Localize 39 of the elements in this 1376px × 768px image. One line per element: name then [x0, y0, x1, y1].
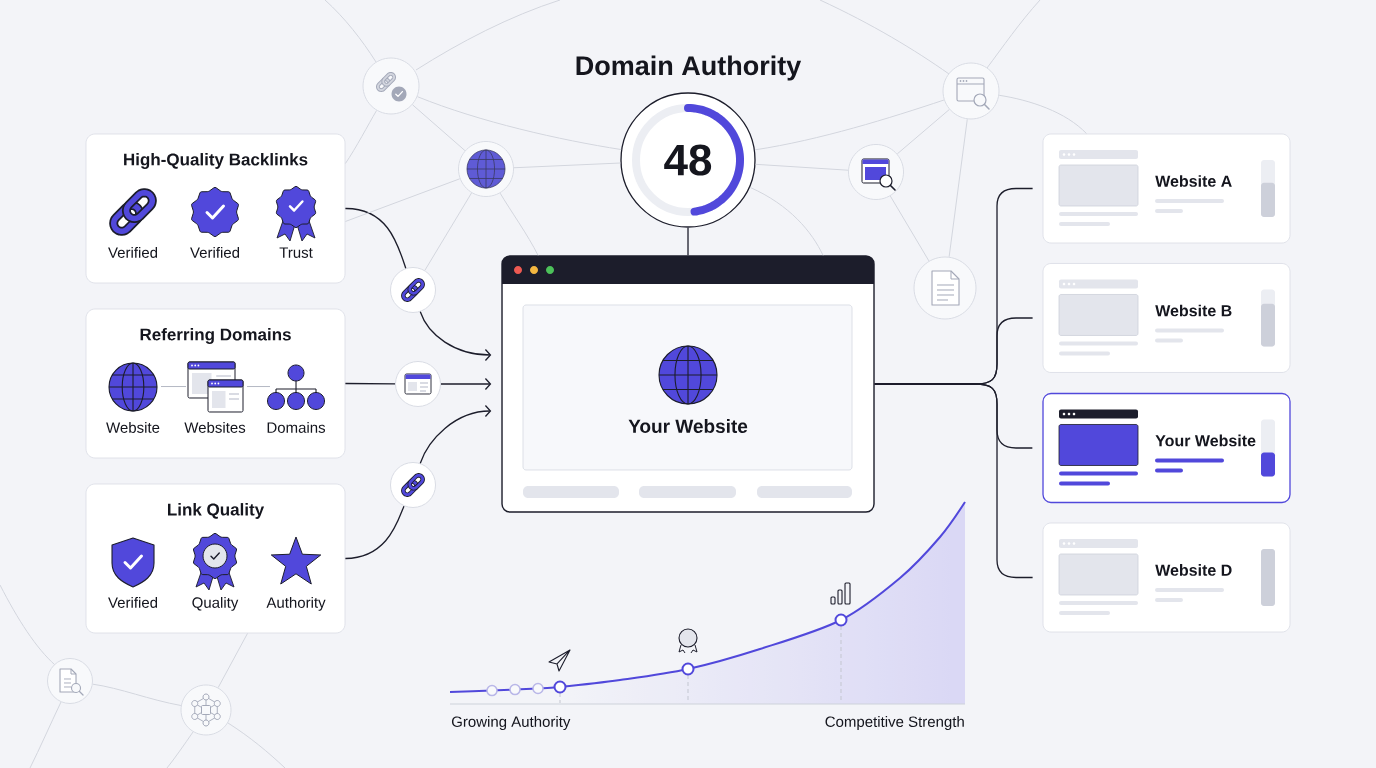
icon-label: Verified — [190, 246, 240, 258]
connector-line — [874, 383, 1034, 579]
connector-line — [499, 192, 539, 256]
connector-line — [749, 186, 824, 256]
connector-line — [411, 104, 466, 152]
connector-line — [416, 96, 622, 151]
connector-line — [896, 109, 950, 155]
connector-line — [755, 163, 849, 171]
connector-line — [344, 110, 378, 164]
connector-line — [948, 118, 968, 258]
icon-label: Authority — [266, 596, 326, 611]
icon-label: Trust — [279, 247, 313, 258]
title: Domain Authority — [576, 55, 802, 81]
icon-label: Websites — [184, 421, 246, 433]
connector-line — [246, 386, 271, 388]
connector-line — [424, 192, 473, 271]
connector-line — [344, 382, 396, 385]
connector-line — [217, 632, 248, 689]
icon-label: Verified — [108, 246, 158, 258]
connector-line — [889, 195, 930, 262]
axis-label: Competitive Strength — [825, 716, 964, 730]
connector-line — [344, 178, 461, 222]
connector-line — [754, 99, 945, 151]
connector-line — [687, 227, 689, 256]
arrow — [419, 311, 492, 362]
connector-line — [344, 505, 405, 560]
icon-label: Quality — [192, 596, 239, 611]
connector-line — [92, 683, 182, 706]
axis-label: Growing Authority — [451, 716, 571, 730]
icon-label: Verified — [108, 596, 158, 608]
connector-line — [998, 94, 1087, 135]
connector-line — [344, 207, 407, 269]
connector-line — [160, 386, 187, 388]
arrow — [419, 404, 492, 464]
content-panel: Your Website — [522, 304, 853, 471]
arrow — [440, 377, 492, 391]
connector-line — [513, 162, 621, 169]
icon-label: Website — [106, 421, 160, 433]
icon-label: Domains — [267, 421, 326, 433]
